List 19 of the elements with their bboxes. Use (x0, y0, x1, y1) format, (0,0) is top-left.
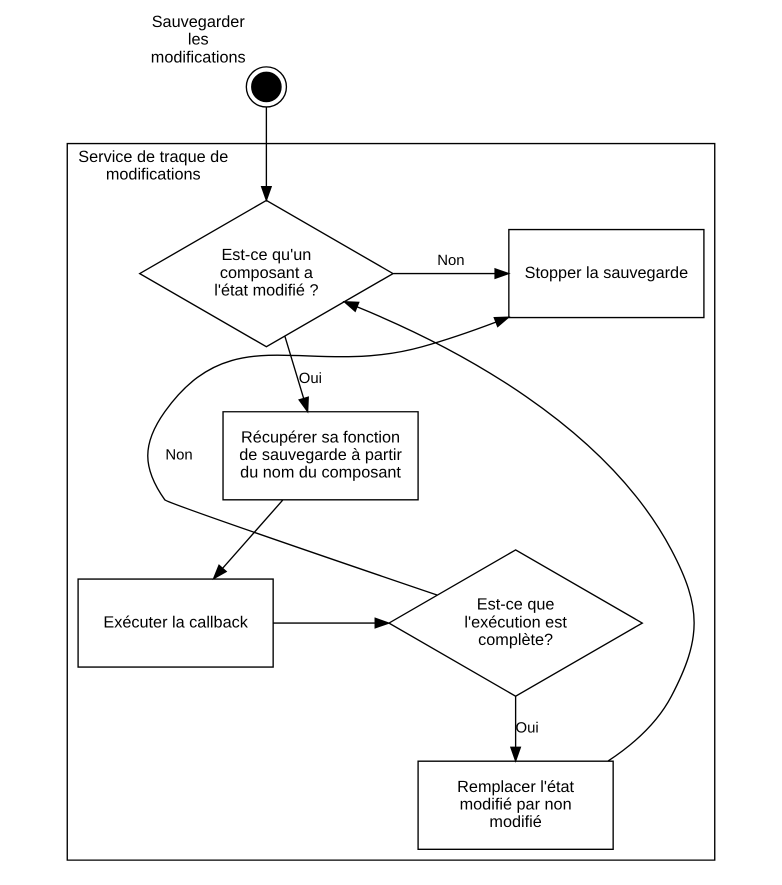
node-diamond: Est-ce qu'un composant a l'état modifié ? (138, 200, 394, 348)
arrow (147, 316, 511, 596)
node-circle (246, 66, 288, 108)
node-box: Récupérer sa fonction de sauvegarde à partir du nom du composant (222, 411, 419, 500)
arrow (260, 107, 272, 202)
arrow (273, 617, 391, 629)
arrow (342, 301, 695, 762)
arrow (510, 696, 522, 763)
edge-label: Non (437, 253, 465, 270)
node-box: Remplacer l'état modifié par non modifié (417, 760, 614, 850)
edge-label: Oui (298, 371, 322, 388)
arrow (212, 500, 284, 580)
node-diamond: Est-ce que l'exécution est complète? (388, 549, 644, 697)
node-box: Exécuter la callback (77, 578, 274, 668)
node-label: Sauvegarder les modifications (150, 13, 246, 66)
node-box: Stopper la sauvegarde (508, 228, 705, 318)
arrow (284, 336, 309, 414)
arrow (393, 268, 511, 280)
edge-label: Non (165, 448, 193, 464)
